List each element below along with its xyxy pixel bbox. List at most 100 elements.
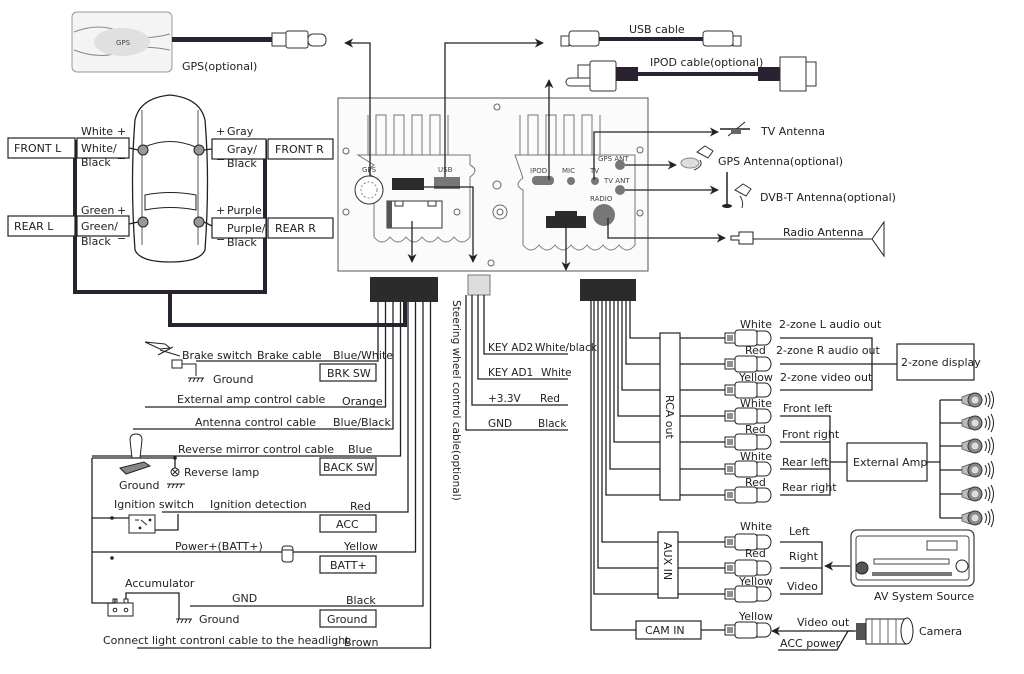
brk-sw-tag: [319, 363, 377, 382]
rca-color-1: Red: [745, 344, 766, 357]
gps-ant-port-label: GPS ANT: [598, 155, 629, 163]
ignition-switch-icon: [128, 514, 156, 534]
dvbt-antenna-label: DVB-T Antenna(optional): [760, 191, 896, 204]
rca-out-rows: [680, 329, 772, 504]
rca-desc-3: Front left: [783, 402, 833, 415]
rca-plug: [724, 407, 772, 425]
rca-desc-4: Front right: [782, 428, 840, 441]
power-batt-label: Power+(BATT+): [175, 540, 263, 553]
rca-plug: [724, 355, 772, 373]
rear-l-plus-wire: Green: [81, 204, 114, 217]
steer-name-0: KEY AD2: [488, 342, 533, 354]
front-r-minus-wire-2: Black: [227, 157, 257, 170]
rear-r-minus-wire-1: Purple/: [227, 222, 266, 235]
rca-desc-0: 2-zone L audio out: [779, 318, 882, 331]
reverse-lamp-icon: [170, 467, 180, 477]
two-zone-display-box: [896, 343, 975, 381]
brk-sw-label: BRK SW: [327, 367, 371, 380]
aux-desc-2: Video: [787, 580, 818, 593]
harness-wire: [92, 302, 402, 457]
minus-sign: −: [216, 233, 225, 246]
harness-wire: [92, 302, 417, 553]
front-l-box: [7, 137, 76, 159]
back-sw-tag: [319, 457, 377, 476]
aux-desc-0: Left: [789, 525, 810, 538]
minus-sign: −: [216, 153, 225, 166]
steer-name-3: GND: [488, 418, 512, 430]
plus-sign: +: [216, 204, 225, 217]
gps-optional-label: GPS(optional): [182, 60, 257, 73]
av-wire: [613, 301, 660, 443]
headlight-color: Brown: [344, 636, 379, 649]
steering-rows: [465, 295, 568, 431]
speaker-icon: [961, 413, 994, 433]
steering-wire: [483, 295, 568, 355]
rear-r-label: REAR R: [275, 222, 316, 235]
rear-l-box: [7, 215, 76, 237]
dvbt-antenna-icon: [722, 172, 752, 209]
aux-color-2: Yellow: [738, 575, 773, 588]
rca-color-3: White: [740, 397, 772, 410]
harness-wire: [145, 302, 387, 408]
video-out-label: Video out: [797, 616, 850, 629]
steer-color-1: White: [541, 367, 572, 379]
headlight-label: Connect light contronl cable to the head…: [103, 634, 350, 647]
front-r-box: [267, 138, 334, 160]
power-batt-color: Yellow: [343, 540, 378, 553]
rca-desc-1: 2-zone R audio out: [776, 344, 881, 357]
ipod-cable-label: IPOD cable(optional): [650, 56, 763, 69]
brake-color-label: Blue/White: [333, 349, 393, 362]
rca-color-5: White: [740, 450, 772, 463]
rear-l-label: REAR L: [14, 220, 54, 233]
rca-color-6: Red: [745, 476, 766, 489]
camera-label: Camera: [919, 625, 962, 638]
gear-shift-icon: [119, 433, 152, 475]
speaker-array: [940, 390, 994, 528]
brake-cable-label: Brake cable: [257, 349, 322, 362]
aux-color-0: White: [740, 520, 772, 533]
harness-wire: [133, 302, 394, 430]
av-harness-connector: [580, 279, 636, 301]
av-wire: [625, 301, 660, 365]
ignition-color-label: Red: [350, 500, 371, 513]
ipod-port: [532, 176, 554, 185]
minus-sign: −: [117, 232, 126, 245]
ground-icon: [176, 618, 192, 624]
head-unit-rear-panel: [337, 97, 649, 272]
back-sw-label: BACK SW: [323, 461, 374, 474]
radio-port-label: RADIO: [590, 195, 613, 203]
gps-module-text: GPS: [116, 39, 131, 47]
aux-color-1: Red: [745, 547, 766, 560]
gps-port-label: GPS: [362, 166, 377, 174]
gnd-color-label: Black: [346, 594, 376, 607]
mic-port-label: MIC: [562, 167, 575, 175]
reverse-mirror-color: Blue: [348, 443, 373, 456]
front-l-plus-wire: White: [81, 125, 113, 138]
ground-label-2: Ground: [119, 479, 159, 492]
steer-name-2: +3.3V: [488, 393, 521, 405]
tv-antenna-label: TV Antenna: [760, 125, 825, 138]
brake-switch-label: Brake switch: [182, 349, 252, 362]
ignition-switch-label: Ignition switch: [114, 498, 194, 511]
ground-icon: [167, 483, 185, 489]
av-wire: [609, 301, 660, 470]
cam-in-title: CAM IN: [645, 624, 685, 637]
plus-sign: +: [216, 125, 225, 138]
radio-port: [593, 204, 615, 226]
antenna-control-color: Blue/Black: [333, 416, 391, 429]
fuse-icon: [281, 545, 294, 563]
gnd-label: GND: [232, 592, 257, 605]
batt-tag: [319, 555, 377, 574]
rear-r-plus-wire: Purple: [227, 204, 262, 217]
rca-out-title: RCA out: [663, 395, 676, 439]
harness-wire: [162, 302, 409, 513]
gps-module: GPS: [71, 11, 327, 73]
steer-color-3: Black: [538, 418, 567, 430]
rca-plug: [724, 585, 772, 603]
speaker-icon: [961, 436, 994, 456]
tv-ant-port: [615, 185, 625, 195]
av-source-device-icon: [850, 529, 975, 587]
reverse-mirror-label: Reverse mirror control cable: [178, 443, 334, 456]
av-wire: [605, 301, 660, 496]
usb-cable-icon: [560, 30, 742, 47]
